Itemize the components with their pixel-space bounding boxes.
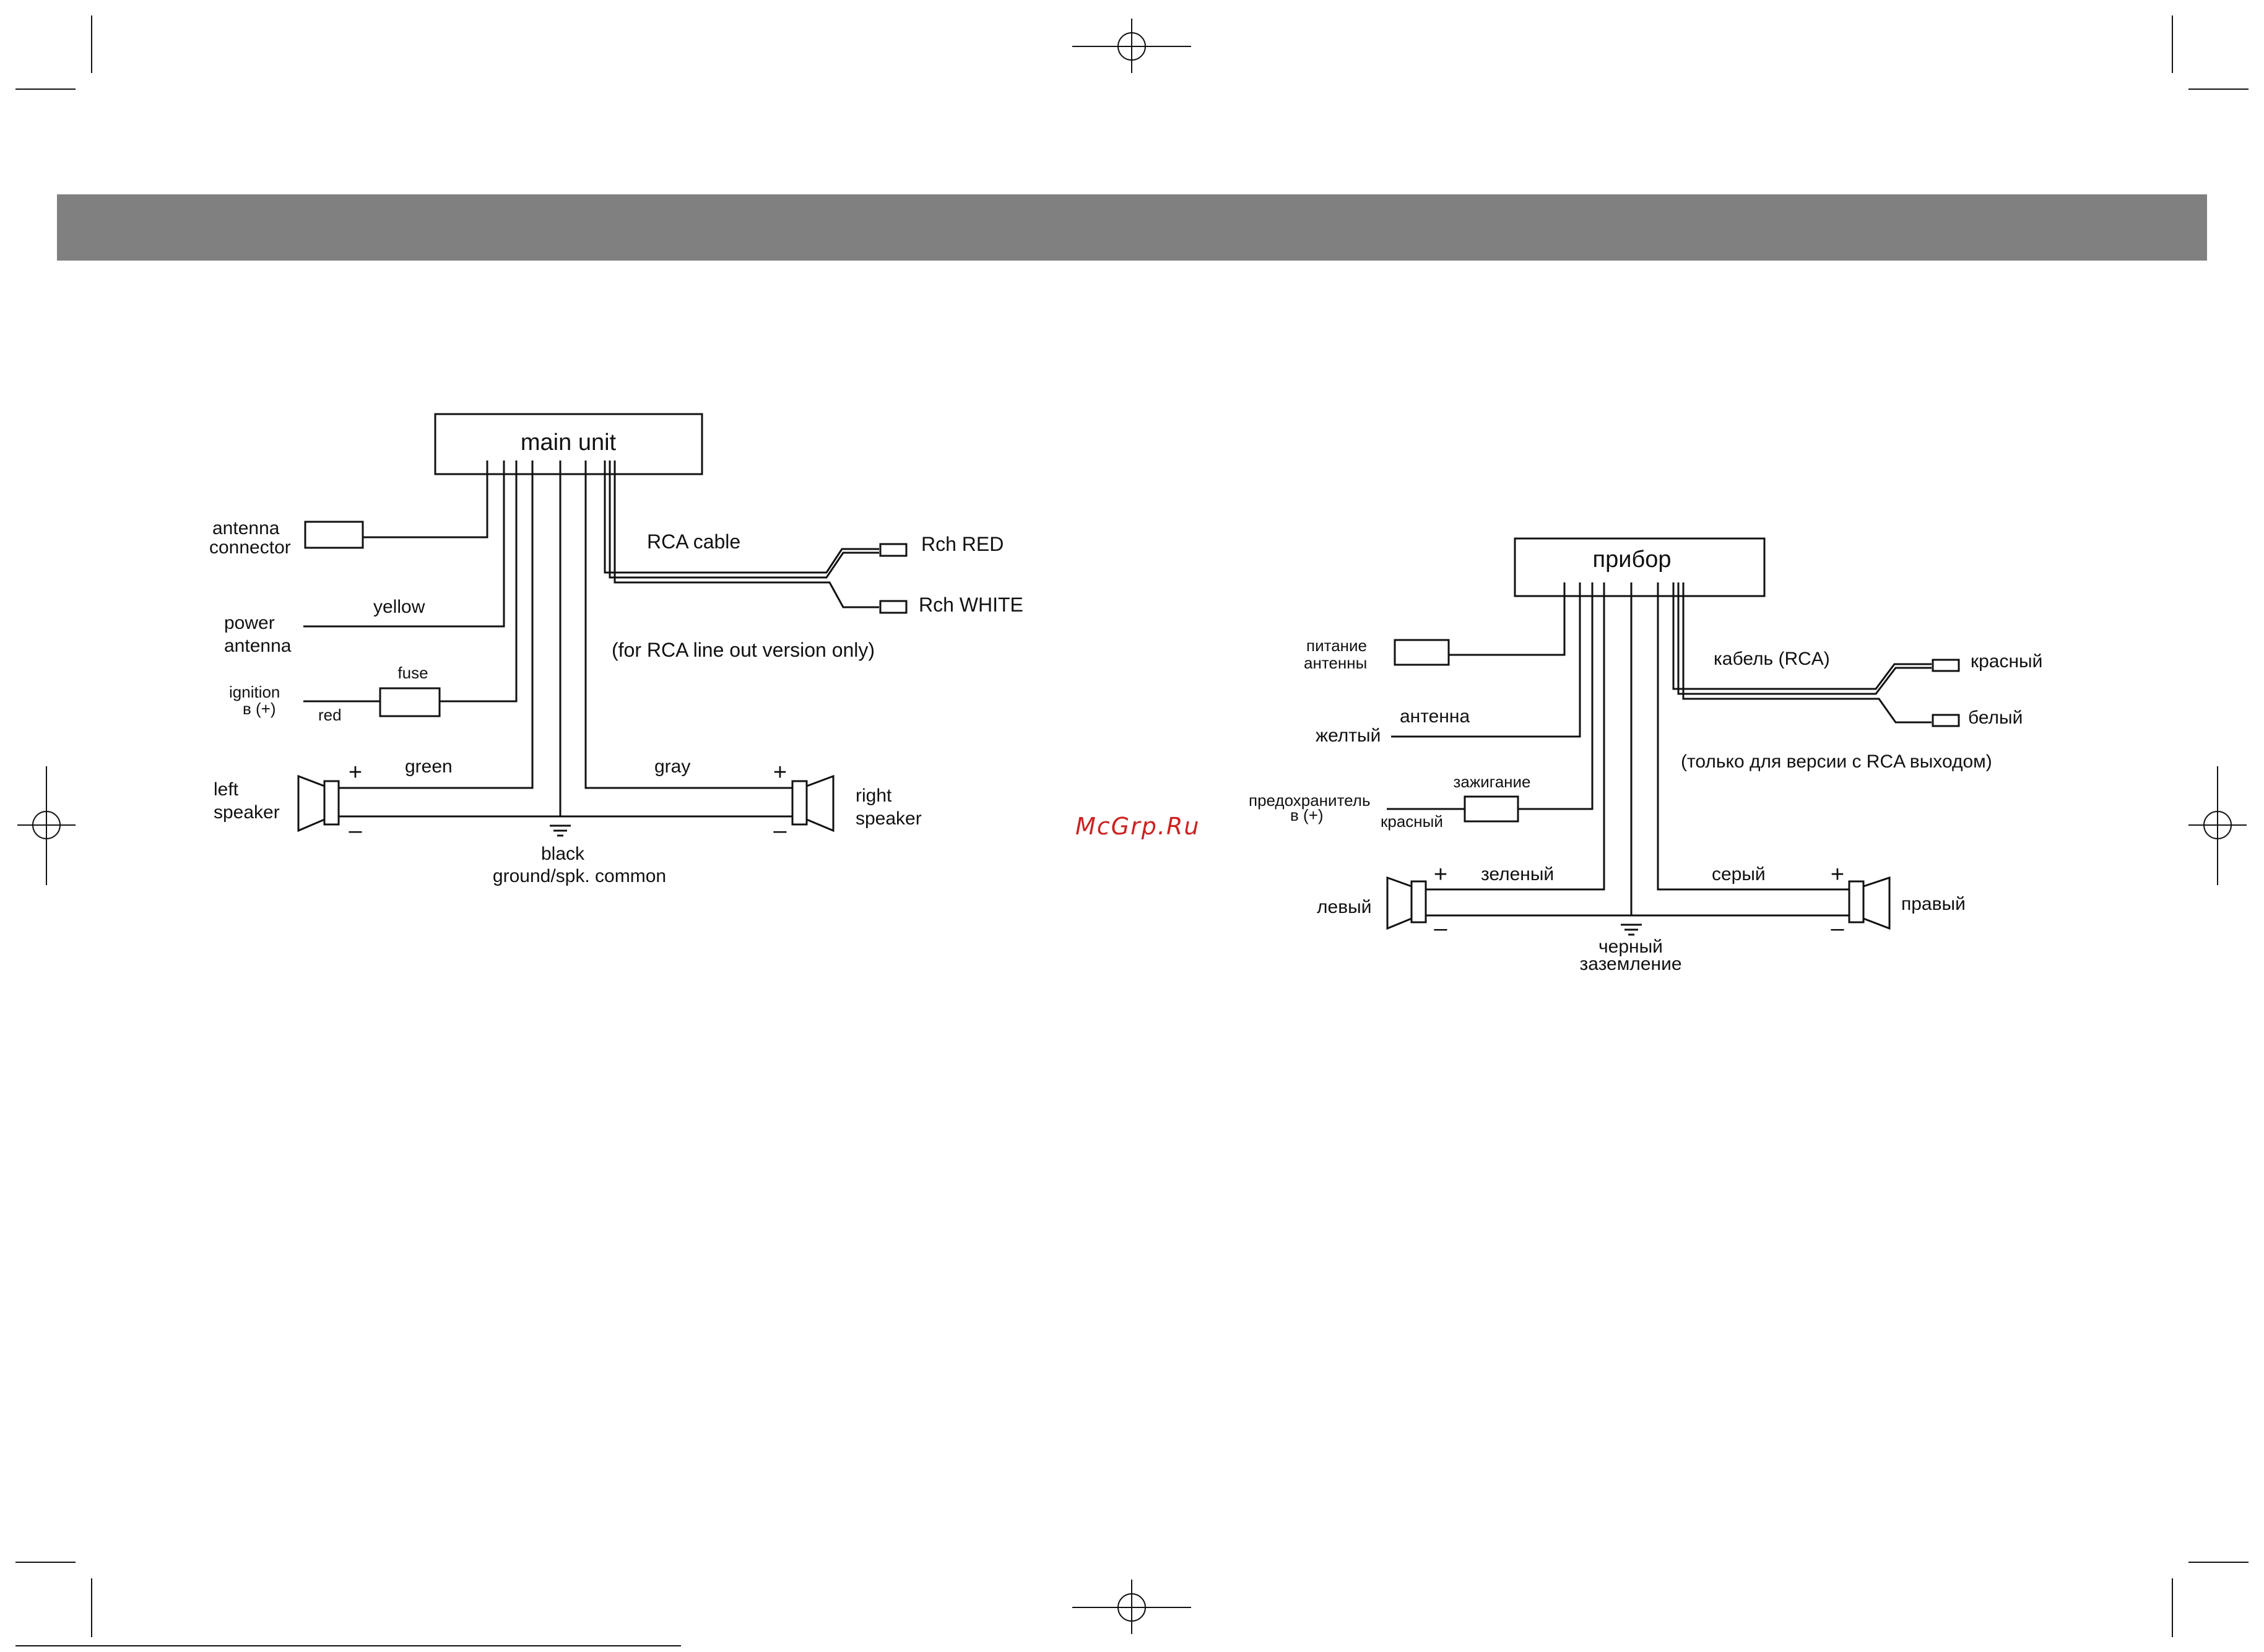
power-antenna-label-1: power <box>224 613 275 633</box>
red-plug-ru <box>1932 659 1960 672</box>
yellow-label: yellow <box>373 597 425 617</box>
fuse-label: fuse <box>397 664 428 682</box>
header-band <box>57 194 2207 261</box>
yellow-label-ru: желтый <box>1316 725 1381 746</box>
black-label-ru: черный <box>1598 936 1663 957</box>
white-label-plug-ru: белый <box>1968 707 2023 728</box>
green-wire <box>339 474 534 789</box>
rca-cable-label-ru: кабель (RCA) <box>1714 649 1830 669</box>
antenna-lead-wire-ru <box>1391 596 1581 738</box>
unit-pins <box>486 461 616 474</box>
green-label-ru: зеленый <box>1481 864 1554 884</box>
fuse-symbol-ru <box>1464 795 1519 823</box>
right-speaker-symbol <box>791 774 835 832</box>
antenna-label-ru: антенна <box>1400 706 1470 727</box>
main-unit-box <box>434 413 703 475</box>
left-speaker-symbol-ru <box>1386 876 1427 930</box>
power-antenna-wire <box>303 474 505 628</box>
power-antenna-label-2: antenna <box>224 636 292 656</box>
green-label: green <box>405 756 453 777</box>
rch-white-plug <box>879 600 908 614</box>
english-wiring-diagram: main unit antenna connector yellow power… <box>209 413 1023 886</box>
left-plus-sign: + <box>349 759 362 785</box>
ignition-wire-ru <box>1518 596 1594 810</box>
antenna-connector-ru <box>1394 639 1450 666</box>
antenna-connector <box>304 521 364 549</box>
registration-mark-bottom <box>1072 1580 1191 1634</box>
antenna-power-label-2: антенны <box>1304 654 1367 672</box>
rca-cable <box>604 474 879 608</box>
unit-pins-ru <box>1563 582 1685 596</box>
pribor-unit-box <box>1514 537 1766 597</box>
gray-label-ru: серый <box>1712 864 1766 884</box>
antenna-connector-label-1: antenna <box>212 518 280 538</box>
red-label-ru: красный <box>1381 812 1443 831</box>
ignition-label-1: ignition <box>229 683 280 701</box>
left-speaker-symbol <box>297 774 340 832</box>
gray-label: gray <box>654 756 690 777</box>
rca-note: (for RCA line out version only) <box>612 639 875 661</box>
left-plus-sign-ru: + <box>1434 862 1447 888</box>
rch-red-label: Rch RED <box>921 533 1004 555</box>
gray-wire-ru <box>1657 596 1849 891</box>
green-wire-ru <box>1426 596 1605 891</box>
fuse-symbol <box>379 687 441 717</box>
left-speaker-label-2: speaker <box>214 802 280 823</box>
right-minus-sign: – <box>773 818 787 844</box>
main-unit-label: main unit <box>521 430 617 456</box>
left-minus-sign: – <box>349 818 362 844</box>
registration-mark-right <box>2188 766 2247 885</box>
red-label: red <box>318 706 342 724</box>
registration-mark-top <box>1072 19 1191 73</box>
rca-note-ru: (только для версии с RCA выходом) <box>1681 751 1992 772</box>
ground-common-label: ground/spk. common <box>493 866 666 886</box>
left-speaker-label-ru: левый <box>1317 897 1371 917</box>
left-speaker-label-1: left <box>214 779 239 800</box>
antenna-connector-label-2: connector <box>209 537 291 558</box>
red-label-plug-ru: красный <box>1971 651 2042 672</box>
left-minus-sign-ru: – <box>1434 915 1447 941</box>
right-plus-sign: + <box>773 759 787 785</box>
ignition-wire <box>440 474 518 703</box>
ground-symbol-ru <box>1621 923 1642 936</box>
antenna-power-label-1: питание <box>1306 636 1367 655</box>
crop-marks <box>15 15 2249 1646</box>
rch-white-label: Rch WHITE <box>919 594 1023 616</box>
watermark: McGrp.Ru <box>1075 813 1200 840</box>
antenna-wire <box>363 474 488 538</box>
pribor-unit-label: прибор <box>1593 547 1672 573</box>
white-plug-ru <box>1932 714 1960 727</box>
rch-red-plug <box>879 543 908 557</box>
ground-label-ru: заземление <box>1579 954 1681 974</box>
right-plus-sign-ru: + <box>1831 862 1844 888</box>
russian-wiring-diagram: прибор питание антенны антенна желтый за… <box>1249 537 2042 974</box>
ground-symbol <box>550 824 571 837</box>
rca-cable-label: RCA cable <box>647 530 740 553</box>
fuse-label-ru-2: в (+) <box>1290 806 1324 824</box>
right-speaker-label-ru: правый <box>1901 894 1966 914</box>
ignition-label-ru: зажигание <box>1453 772 1530 791</box>
ignition-label-2: в (+) <box>243 699 276 718</box>
gray-wire <box>584 474 792 789</box>
right-speaker-label-1: right <box>856 785 892 806</box>
black-label: black <box>541 844 585 864</box>
fuse-label-ru-1: предохранитель <box>1249 791 1371 810</box>
right-speaker-symbol-ru <box>1848 876 1891 930</box>
right-minus-sign-ru: – <box>1831 915 1844 941</box>
registration-mark-left <box>17 766 76 885</box>
antenna-wire-ru <box>1449 596 1566 656</box>
right-speaker-label-2: speaker <box>856 808 922 829</box>
rca-cable-ru <box>1672 596 1932 724</box>
